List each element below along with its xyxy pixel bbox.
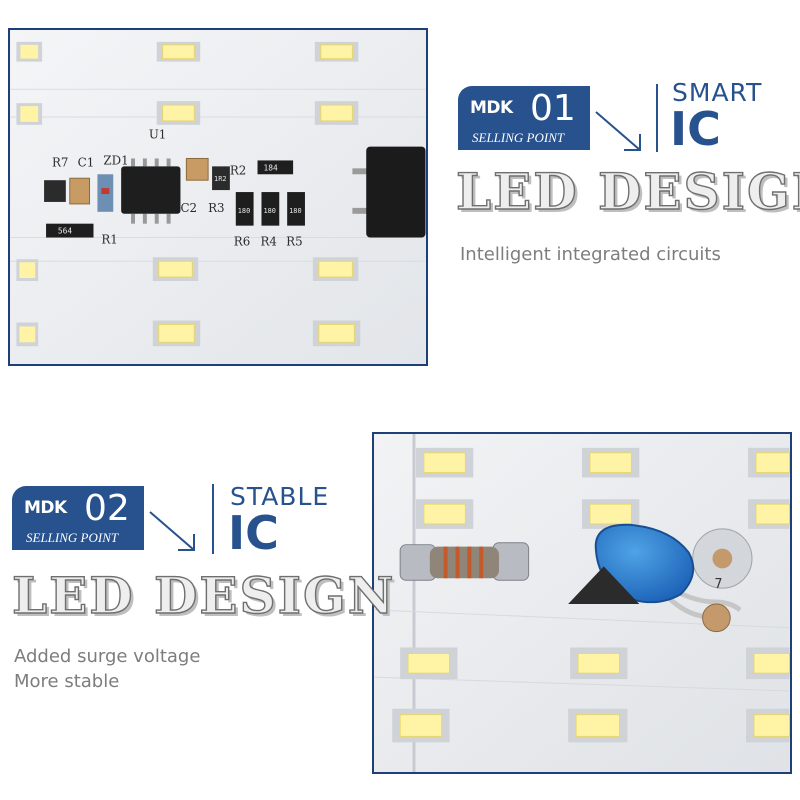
arrow-down-right-icon — [595, 111, 641, 151]
smd-resistor-r4 — [261, 192, 280, 226]
chip-marking-r6: 180 — [238, 207, 250, 215]
feature-title: IC — [670, 102, 721, 156]
selling-point-label: SELLING POINT — [472, 130, 565, 145]
feature-kicker: STABLE — [230, 482, 330, 511]
pcb-surge-illustration: 7 — [374, 434, 790, 772]
label-r5: R5 — [286, 234, 302, 248]
led-chip-row-top — [16, 41, 359, 125]
selling-point-label: SELLING POINT — [26, 530, 119, 545]
label-u1: U1 — [149, 128, 167, 142]
label-r3: R3 — [208, 201, 224, 215]
polarity-mark — [568, 566, 640, 604]
label-r2: R2 — [230, 163, 246, 177]
smd-capacitor-c2 — [185, 157, 209, 181]
label-c2: C2 — [180, 201, 197, 215]
led-chip-grid — [392, 447, 790, 743]
brand-logo: MDK — [470, 98, 513, 118]
vertical-divider — [212, 484, 214, 554]
brand-logo: MDK — [24, 498, 67, 518]
feature-description-line: Added surge voltage — [14, 646, 201, 667]
smd-resistor-r1 — [46, 223, 94, 238]
vertical-divider — [656, 84, 658, 152]
label-r1: R1 — [101, 232, 117, 246]
smd-resistor-r3 — [212, 166, 230, 191]
chip-marking-r2: 184 — [263, 163, 278, 172]
ic-chip — [121, 158, 181, 224]
chip-marking-r4: 180 — [263, 207, 275, 215]
selling-point-number: 01 — [530, 88, 576, 129]
label-r4: R4 — [260, 234, 276, 248]
pcb-ic-photo: U1 R7 C1 ZD1 R2 C2 R3 R6 R4 R5 R1 184 1R… — [8, 28, 428, 366]
smd-resistor-r6 — [235, 192, 254, 226]
varistor-pad-label: 7 — [714, 577, 722, 592]
label-zd1: ZD1 — [103, 153, 128, 167]
selling-point-badge-02: MDK 02 SELLING POINT — [12, 486, 144, 550]
feature-description-line: More stable — [14, 671, 120, 692]
label-c1: C1 — [78, 155, 95, 169]
led-chip-row-bottom — [16, 257, 361, 347]
bridge-rectifier — [352, 146, 426, 238]
smd-resistor-r2 — [257, 160, 294, 175]
pcb-surge-protection-photo: 7 — [372, 432, 792, 774]
pcb-ic-illustration: U1 R7 C1 ZD1 R2 C2 R3 R6 R4 R5 R1 184 1R… — [10, 30, 426, 364]
feature-title: IC — [228, 506, 279, 560]
feature-kicker: SMART — [672, 78, 763, 107]
selling-point-number: 02 — [84, 488, 130, 529]
arrow-down-right-icon — [149, 511, 195, 551]
smd-capacitor-c1 — [69, 177, 91, 205]
chip-marking-r3: 1R2 — [214, 175, 226, 183]
chip-marking-r1: 564 — [58, 227, 73, 236]
section-headline: LED DESIGN — [455, 161, 800, 221]
chip-marking-r5: 180 — [289, 207, 301, 215]
selling-point-badge-01: MDK 01 SELLING POINT — [458, 86, 590, 150]
section-headline: LED DESIGN — [11, 565, 396, 625]
fuse-resistor — [399, 542, 530, 581]
label-r7: R7 — [52, 155, 68, 169]
smd-resistor-r5 — [287, 192, 305, 226]
label-r6: R6 — [234, 234, 250, 248]
feature-description-line: Intelligent integrated circuits — [460, 244, 721, 265]
smd-resistor-r7 — [44, 180, 66, 202]
